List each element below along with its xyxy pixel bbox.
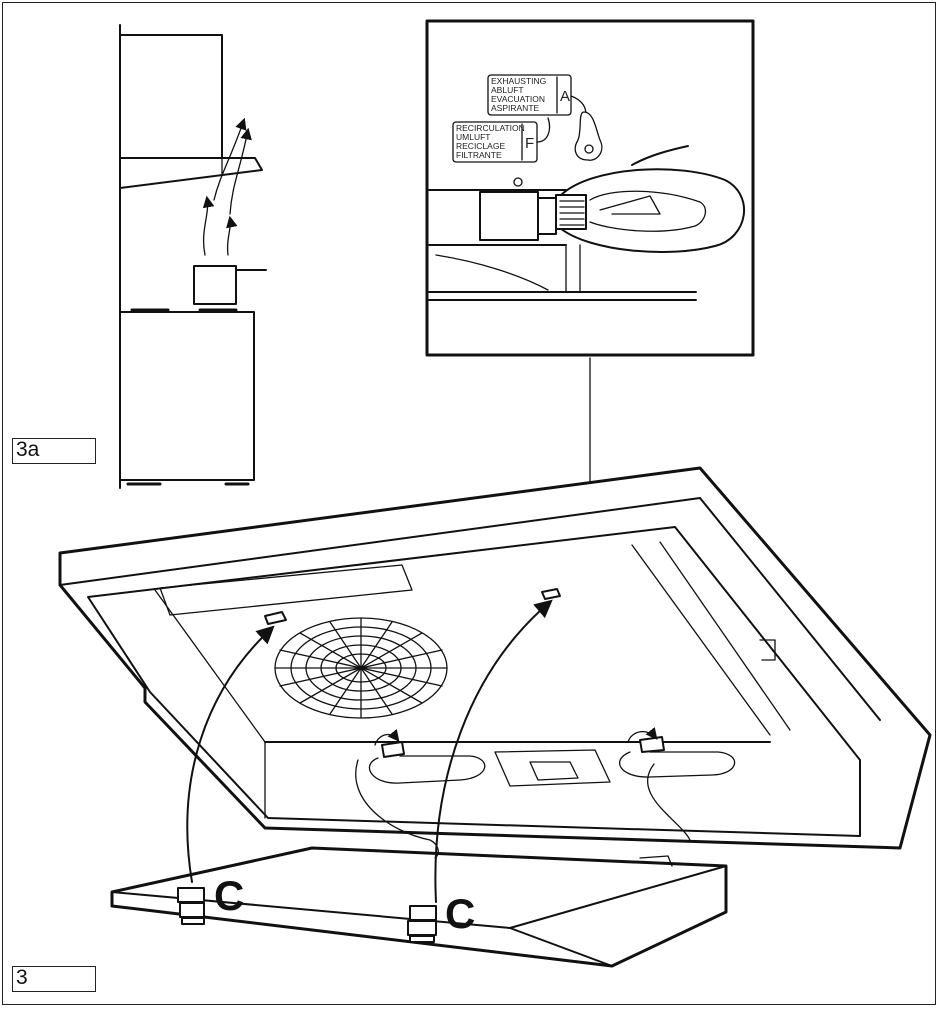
tag-f-line-1: RECIRCULATION bbox=[456, 123, 525, 133]
exhausting-tag bbox=[487, 74, 572, 116]
grease-filter-panel bbox=[110, 846, 728, 968]
recirculation-tag bbox=[452, 117, 551, 163]
tag-f-line-3: RECICLAGE bbox=[456, 141, 505, 151]
figure-label-3: 3 bbox=[12, 966, 96, 992]
light-bulb-icon bbox=[555, 168, 746, 253]
fig-3-hood-view bbox=[58, 466, 932, 850]
tag-a-line-3: EVACUATION bbox=[491, 94, 545, 104]
callout-c-right: C bbox=[445, 890, 475, 937]
tag-a-letter: A bbox=[560, 88, 570, 105]
tag-f-line-4: FILTRANTE bbox=[456, 150, 502, 160]
cooking-pot-icon bbox=[193, 265, 267, 305]
fan-grille-icon bbox=[274, 617, 448, 719]
tag-a-line-1: EXHAUSTING bbox=[491, 76, 546, 86]
callout-c-left: C bbox=[214, 872, 244, 919]
fig-3a-side-view bbox=[119, 24, 267, 489]
tag-f-line-2: UMLUFT bbox=[456, 132, 490, 142]
bulb-detail-inset bbox=[425, 19, 755, 357]
tag-f-letter: F bbox=[525, 135, 534, 152]
tag-a-line-4: ASPIRANTE bbox=[491, 103, 540, 113]
tag-a-line-2: ABLUFT bbox=[491, 85, 524, 95]
clip-c-left bbox=[177, 887, 205, 925]
figure-label-3a: 3a bbox=[12, 438, 96, 464]
clip-c-right bbox=[407, 905, 437, 943]
